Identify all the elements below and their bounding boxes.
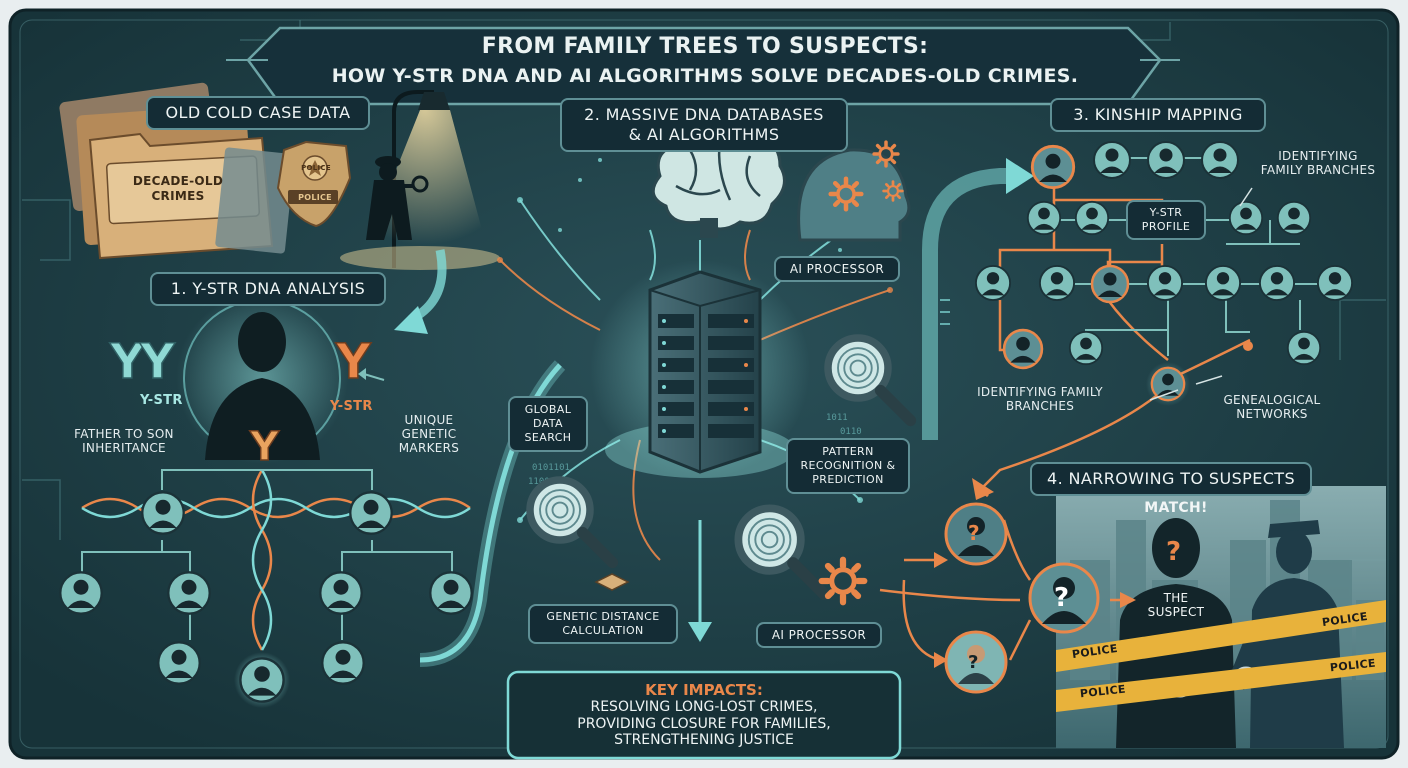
match-label: MATCH! <box>1144 500 1208 516</box>
kinship-heading: 3. KINSHIP MAPPING <box>1050 98 1266 132</box>
suspects-heading: 4. NARROWING TO SUSPECTS <box>1030 462 1312 496</box>
svg-text:0110: 0110 <box>840 427 862 437</box>
person-icon <box>1204 264 1242 302</box>
branches-label-bottom: IDENTIFYING FAMILY BRANCHES <box>977 385 1103 413</box>
databases-heading-line1: 2. MASSIVE DNA DATABASES <box>584 105 824 124</box>
person-icon <box>349 491 393 535</box>
police-badge-icon <box>276 140 352 228</box>
server-icon <box>648 270 762 474</box>
street-lamp-icon <box>340 90 500 270</box>
databases-heading-line2: & AI ALGORITHMS <box>628 125 780 144</box>
person-icon <box>1276 200 1312 236</box>
person-icon <box>1146 264 1184 302</box>
person-icon <box>1068 330 1104 366</box>
person-icon <box>1090 264 1130 304</box>
badge-label-bottom: POLICE <box>298 193 332 202</box>
svg-text:?: ? <box>1054 583 1069 613</box>
svg-text:Y: Y <box>335 334 372 390</box>
person-icon <box>1316 264 1354 302</box>
ai-processor-head-icon <box>797 140 911 242</box>
key-impacts-line2: PROVIDING CLOSURE FOR FAMILIES, <box>577 715 831 732</box>
svg-text:Y: Y <box>139 334 176 390</box>
svg-text:1011: 1011 <box>826 413 848 423</box>
chip-icon <box>594 573 630 591</box>
person-silhouette-icon <box>205 312 320 460</box>
person-icon <box>1147 141 1185 179</box>
person-icon <box>1093 141 1131 179</box>
svg-text:Y: Y <box>249 424 280 470</box>
person-icon <box>429 571 473 615</box>
person-icon <box>321 641 365 685</box>
ai-processor-label-top: AI PROCESSOR <box>774 256 900 282</box>
detective-silhouette-icon <box>366 156 429 240</box>
genetic-markers-label: UNIQUE GENETIC MARKERS <box>398 413 460 455</box>
ystr-analysis-heading: 1. Y-STR DNA ANALYSIS <box>150 272 386 306</box>
genetic-distance-label: GENETIC DISTANCE CALCULATION <box>528 604 678 644</box>
branches-label-top: IDENTIFYING FAMILY BRANCHES <box>1260 149 1376 177</box>
person-icon <box>1074 200 1110 236</box>
svg-text:?: ? <box>968 652 978 673</box>
person-icon <box>1002 328 1044 370</box>
suspect-label: THE SUSPECT <box>1147 591 1205 619</box>
person-icon <box>1228 200 1264 236</box>
person-icon <box>141 491 185 535</box>
person-icon <box>1286 330 1322 366</box>
key-impacts-line3: STRENGTHENING JUSTICE <box>614 731 794 748</box>
svg-text:Y: Y <box>109 334 146 390</box>
genealogical-networks-label: GENEALOGICAL NETWORKS <box>1223 393 1321 421</box>
cold-case-folder-icon <box>59 82 295 260</box>
y-chromosome-icon: Y Y Y Y <box>108 333 373 471</box>
key-impacts-line1: RESOLVING LONG-LOST CRIMES, <box>590 699 818 716</box>
person-icon <box>1026 200 1062 236</box>
person-icon <box>1201 141 1239 179</box>
inheritance-label: FATHER TO SON INHERITANCE <box>74 427 174 455</box>
cold-case-heading: OLD COLD CASE DATA <box>146 96 370 130</box>
police-tape-icon <box>1056 600 1386 712</box>
page-subtitle: HOW Y-STR DNA AND AI ALGORITHMS SOLVE DE… <box>331 65 1079 87</box>
ystr-left-label: Y-STR <box>140 393 183 408</box>
person-icon <box>1030 144 1076 190</box>
person-icon <box>319 571 363 615</box>
person-icon <box>1038 264 1076 302</box>
key-impacts-heading: KEY IMPACTS: <box>645 681 763 700</box>
svg-text:0101101: 0101101 <box>532 463 570 473</box>
suspect-silhouette-icon <box>1116 518 1236 748</box>
person-icon <box>1258 264 1296 302</box>
svg-text:?: ? <box>968 521 980 545</box>
key-impacts-box: KEY IMPACTS: RESOLVING LONG-LOST CRIMES,… <box>512 676 896 754</box>
person-icon <box>974 264 1012 302</box>
person-icon <box>239 657 285 703</box>
svg-text:?: ? <box>1166 537 1181 567</box>
person-icon <box>157 641 201 685</box>
ystr-profile-label: Y-STR PROFILE <box>1126 200 1206 240</box>
person-icon <box>1150 366 1186 402</box>
ai-processor-label-bottom: AI PROCESSOR <box>756 622 882 648</box>
person-icon <box>167 571 211 615</box>
folder-label: DECADE-OLD CRIMES <box>132 174 224 203</box>
ystr-right-label: Y-STR <box>330 399 373 414</box>
global-search-label: GLOBAL DATA SEARCH <box>508 396 588 452</box>
databases-heading: 2. MASSIVE DNA DATABASES & AI ALGORITHMS <box>560 98 848 152</box>
pattern-recognition-label: PATTERN RECOGNITION & PREDICTION <box>786 438 910 494</box>
badge-label-top: POLICE <box>301 164 331 172</box>
person-icon <box>59 571 103 615</box>
page-title: FROM FAMILY TREES TO SUSPECTS: <box>481 34 929 59</box>
